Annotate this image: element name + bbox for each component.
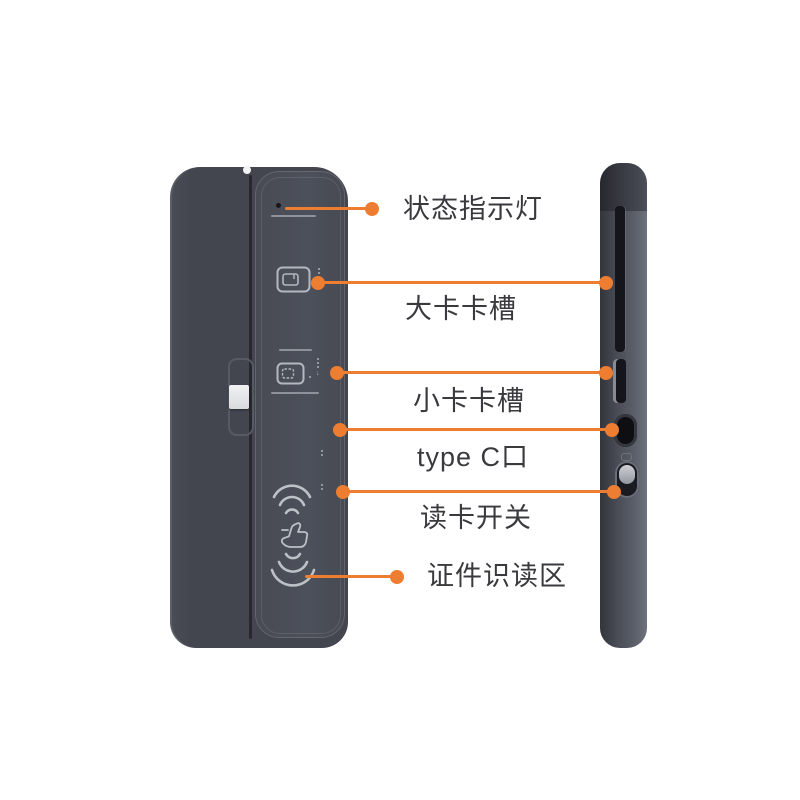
- strip-line-mark: [271, 392, 319, 394]
- leader-dot: [365, 202, 379, 216]
- leader-dot: [599, 276, 613, 290]
- annotation-label: 证件识读区: [427, 561, 567, 591]
- leader-line: [340, 428, 612, 431]
- annotation-label: 大卡卡槽: [405, 294, 517, 324]
- reading-area-waves-icon: [270, 552, 316, 587]
- leader-dot: [599, 366, 613, 380]
- usb-mark-icon: [621, 453, 632, 461]
- strip-line-mark: [279, 349, 312, 351]
- leader-line: [285, 207, 373, 210]
- leader-line: [305, 575, 397, 578]
- leader-dot: [333, 423, 347, 437]
- leader-dot: [330, 366, 344, 380]
- leader-dot: [336, 485, 350, 499]
- small-card-icon: [276, 362, 305, 385]
- slide-switch-knob: [619, 465, 635, 484]
- leader-dot: [390, 570, 404, 584]
- side-top-shade: [600, 163, 647, 211]
- strip-line-mark: [271, 215, 316, 217]
- annotation-label: 状态指示灯: [403, 194, 543, 224]
- small-slot-direction-marks: ↓: [316, 358, 320, 377]
- side-clip-button: [229, 385, 249, 409]
- annotation-label: 小卡卡槽: [413, 386, 525, 416]
- status-led-icon: [276, 203, 281, 208]
- contactless-waves-icon: [272, 484, 312, 515]
- leader-line: [337, 371, 606, 374]
- small-card-slot-opening: [613, 359, 626, 403]
- leader-dot: [607, 485, 621, 499]
- leader-line: [318, 281, 606, 284]
- edge-marks: [321, 450, 323, 456]
- hand-swipe-icon: [280, 522, 309, 548]
- micro-dot: [309, 376, 311, 378]
- usb-c-port: [614, 414, 637, 447]
- panel-divider: [249, 175, 252, 639]
- leader-dot: [605, 423, 619, 437]
- leader-dot: [311, 276, 325, 290]
- front-strip-inner-outline: [261, 177, 341, 634]
- large-card-icon: [276, 266, 311, 293]
- edge-marks: [321, 484, 323, 490]
- annotation-label: 读卡开关: [420, 503, 532, 533]
- top-edge-dot: [243, 166, 251, 174]
- annotation-label: type C口: [417, 442, 530, 472]
- device-front-strip: [255, 171, 345, 638]
- leader-line: [343, 490, 614, 493]
- large-card-slot-opening: [615, 206, 625, 352]
